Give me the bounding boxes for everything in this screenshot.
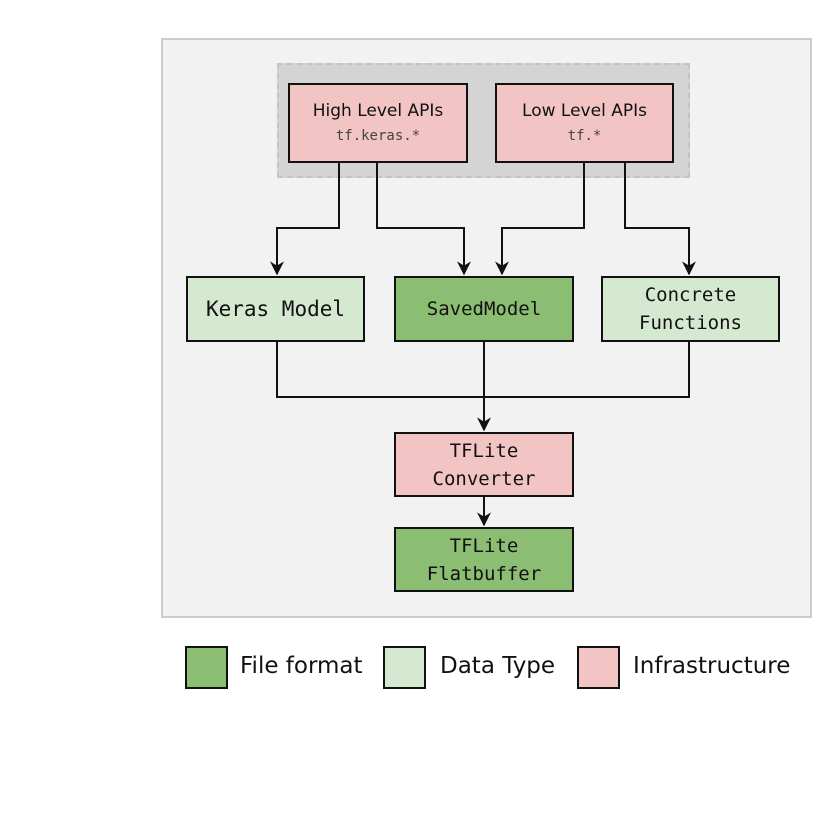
arrow-low-to-saved: [495, 162, 585, 276]
low-level-apis-node: Low Level APIs tf.*: [495, 83, 674, 163]
high-level-apis-node: High Level APIs tf.keras.*: [288, 83, 468, 163]
tflite-converter-node: TFLite Converter: [394, 432, 574, 497]
legend-swatch-infrastructure: [577, 646, 620, 689]
arrow-low-to-concrete: [624, 162, 696, 276]
arrow-high-to-keras: [270, 162, 340, 276]
legend-swatch-data-type: [383, 646, 426, 689]
keras-model-node: Keras Model: [186, 276, 365, 342]
legend-label: Infrastructure: [633, 653, 791, 679]
legend-swatch-file-format: [185, 646, 228, 689]
legend-label: File format: [240, 653, 363, 679]
node-label: SavedModel: [426, 298, 542, 320]
node-label-line1: Concrete: [644, 284, 737, 306]
node-label: Keras Model: [205, 297, 346, 321]
node-label-line2: Flatbuffer: [426, 562, 542, 585]
node-label-line1: TFLite: [449, 534, 519, 557]
tflite-flatbuffer-node: TFLite Flatbuffer: [394, 527, 574, 592]
node-subtitle: tf.keras.*: [335, 128, 421, 144]
arrow-high-to-saved: [376, 162, 471, 276]
concrete-functions-node: Concrete Functions: [601, 276, 780, 342]
saved-model-node: SavedModel: [394, 276, 574, 342]
node-label-line2: Converter: [432, 467, 536, 490]
node-title: High Level APIs: [312, 101, 444, 121]
node-label-line2: Functions: [639, 312, 742, 334]
node-label-line1: TFLite: [449, 439, 519, 462]
node-title: Low Level APIs: [522, 101, 647, 121]
legend-label: Data Type: [440, 653, 556, 679]
node-subtitle: tf.*: [567, 128, 602, 144]
